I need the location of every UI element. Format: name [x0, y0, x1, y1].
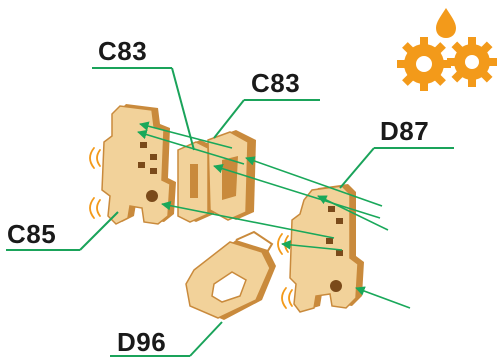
part-c83-back: [207, 130, 256, 221]
label-c83-top: C83: [98, 36, 148, 66]
gears-with-oil-drop-icon: [397, 8, 497, 91]
motion-marks: [89, 147, 293, 309]
part-c83-front: [177, 140, 214, 223]
label-c83-mid: C83: [251, 68, 301, 98]
part-c85: [101, 104, 176, 225]
assembly-arrows: [137, 121, 411, 309]
label-d96: D96: [117, 327, 167, 357]
label-d87: D87: [380, 116, 430, 146]
label-c85: C85: [7, 219, 57, 249]
part-d96: [185, 230, 276, 320]
leader-lines: [6, 67, 454, 357]
